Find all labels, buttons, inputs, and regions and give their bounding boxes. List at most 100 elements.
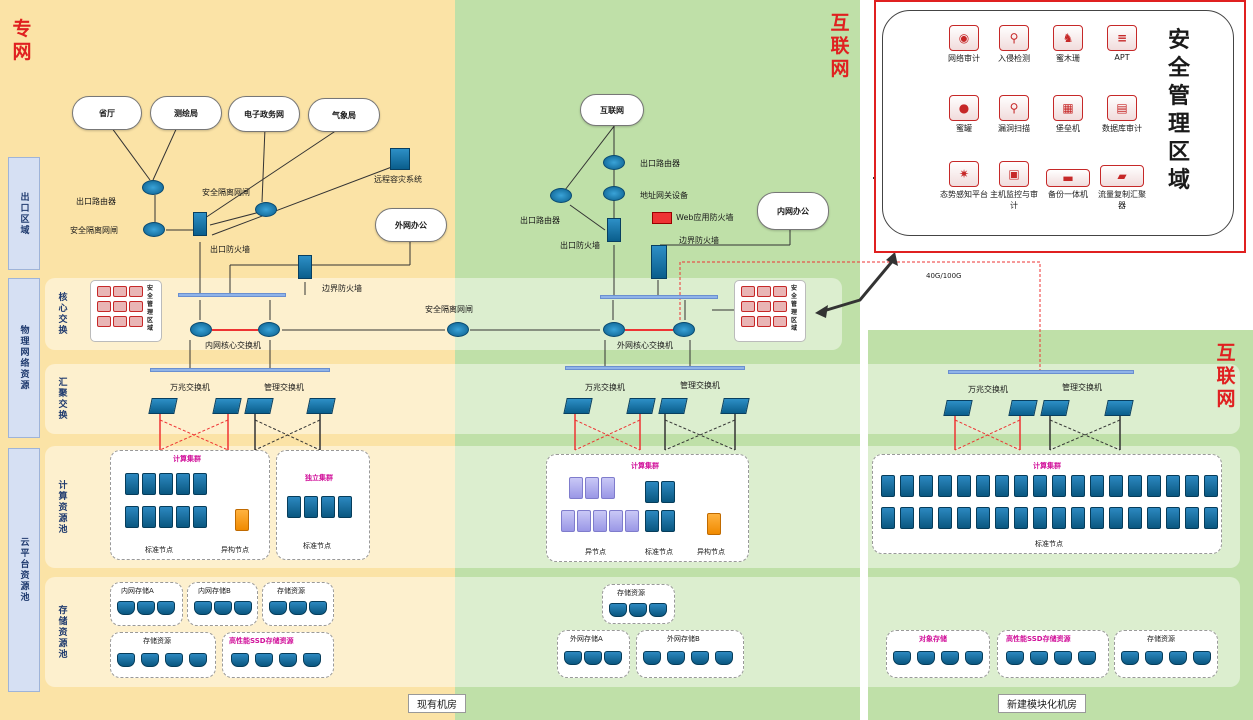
situational-awareness-item: ✷态势感知平台 bbox=[937, 161, 991, 200]
internet-tenG-label: 万兆交换机 bbox=[585, 383, 625, 392]
intrusion-detection-icon: ⚲ bbox=[999, 25, 1029, 51]
internet-storage-res-label: 存储资源 bbox=[617, 589, 645, 597]
external-storage-a-label: 外网存储A bbox=[570, 635, 603, 643]
cloud-weather-bureau: 气象局 bbox=[308, 98, 380, 132]
apt-icon: ≡ bbox=[1107, 25, 1137, 51]
internet-zone-title: 互联网 bbox=[830, 12, 850, 80]
new-mgmt-switch-a-icon bbox=[1040, 400, 1070, 416]
bastion-host-item: ▦堡垒机 bbox=[1041, 95, 1095, 134]
new-mgmt-switch-b-icon bbox=[1104, 400, 1134, 416]
internet-std-node-label: 标准节点 bbox=[645, 548, 673, 556]
intrusion-detection-item: ⚲入侵检测 bbox=[987, 25, 1041, 64]
internet-agg-bus bbox=[565, 366, 745, 370]
private-mgmt-switch-a-icon bbox=[244, 398, 274, 414]
bastion-host-icon: ▦ bbox=[1053, 95, 1083, 121]
private-security-mini-panel: 安全管理区域 bbox=[90, 280, 162, 342]
inet-exit-router-2-icon bbox=[550, 188, 572, 203]
independent-std-node-label: 标准节点 bbox=[303, 542, 331, 550]
independent-cluster-tag: 独立集群 bbox=[305, 474, 333, 482]
new-agg-bus bbox=[948, 370, 1134, 374]
network-audit-item: ◉网络审计 bbox=[937, 25, 991, 64]
private-hp-ssd-storage: 高性能SSD存储资源 bbox=[222, 632, 334, 678]
internet-mgmt-label: 管理交换机 bbox=[680, 381, 720, 390]
security-inner-box: ◉网络审计 ⚲入侵检测 ♞蜜木珊 ≡APT ●蜜罐 ⚲漏洞扫描 ▦堡垒机 ▤数据… bbox=[882, 10, 1234, 236]
waf-icon bbox=[652, 212, 672, 224]
object-storage: 对象存储 bbox=[886, 630, 990, 678]
honeypot-item: ●蜜罐 bbox=[937, 95, 991, 134]
network-audit-icon: ◉ bbox=[949, 25, 979, 51]
cloud-internal-office: 内网办公 bbox=[757, 192, 829, 230]
external-storage-b: 外网存储B bbox=[636, 630, 744, 678]
inet-exit-firewall-icon bbox=[607, 218, 621, 242]
waf-label: Web应用防火墙 bbox=[676, 213, 734, 222]
new-internet-zone-title: 互联网 bbox=[1216, 342, 1236, 410]
private-tenG-switch-b-icon bbox=[212, 398, 242, 414]
exit-area-label: 出口区域 bbox=[8, 157, 40, 270]
internet-core-bus bbox=[600, 295, 718, 299]
internet-security-mini-panel: 安全管理区域 bbox=[734, 280, 806, 342]
new-storage-res: 存储资源 bbox=[1114, 630, 1218, 678]
private-mgmt-label: 管理交换机 bbox=[264, 383, 304, 392]
gateway-device-icon bbox=[603, 186, 625, 201]
host-monitor-item: ▣主机监控与审计 bbox=[987, 161, 1041, 211]
remote-dr-label: 远程容灾系统 bbox=[374, 175, 422, 184]
internet-storage-res: 存储资源 bbox=[602, 584, 675, 624]
exit-router-label: 出口路由器 bbox=[76, 197, 116, 206]
internet-tenG-switch-b-icon bbox=[626, 398, 656, 414]
new-tenG-switch-b-icon bbox=[1008, 400, 1038, 416]
trojan-icon: ♞ bbox=[1053, 25, 1083, 51]
new-mgmt-label: 管理交换机 bbox=[1062, 383, 1102, 392]
new-std-node-label: 标准节点 bbox=[1035, 540, 1063, 548]
vuln-scan-icon: ⚲ bbox=[999, 95, 1029, 121]
cloud-external-office: 外网办公 bbox=[375, 208, 447, 242]
physical-network-label: 物理网络资源 bbox=[8, 278, 40, 438]
mid-gateway-icon bbox=[447, 322, 469, 337]
external-storage-a: 外网存储A bbox=[557, 630, 630, 678]
private-storage-res-top: 存储资源 bbox=[262, 582, 334, 626]
private-storage-res-top-label: 存储资源 bbox=[277, 587, 305, 595]
private-tenG-switch-a-icon bbox=[148, 398, 178, 414]
external-storage-b-label: 外网存储B bbox=[667, 635, 700, 643]
internet-cluster-tag: 计算集群 bbox=[631, 462, 659, 470]
existing-datacenter-label: 现有机房 bbox=[408, 694, 466, 713]
new-hp-ssd-label: 高性能SSD存储资源 bbox=[1006, 635, 1071, 643]
exit-firewall-icon bbox=[193, 212, 207, 236]
cloud-egov-network: 电子政务网 bbox=[228, 96, 300, 132]
private-mgmt-switch-b-icon bbox=[306, 398, 336, 414]
independent-cluster: 独立集群 标准节点 bbox=[276, 450, 370, 560]
internet-core-switch-a-icon bbox=[603, 322, 625, 337]
security-gateway-label: 安全隔离网闸 bbox=[70, 226, 118, 235]
private-agg-bus bbox=[150, 368, 330, 372]
border-firewall-label: 边界防火墙 bbox=[322, 284, 362, 293]
internal-storage-a-label: 内网存储A bbox=[121, 587, 154, 595]
new-storage-res-label: 存储资源 bbox=[1147, 635, 1175, 643]
agg-switching-label: 汇聚交换 bbox=[56, 377, 67, 421]
internet-mgmt-switch-a-icon bbox=[658, 398, 688, 414]
private-storage-res-bottom-label: 存储资源 bbox=[143, 637, 171, 645]
new-cluster-tag: 计算集群 bbox=[1033, 462, 1061, 470]
x86-node-label: 异节点 bbox=[585, 548, 606, 556]
storage-pool-label: 存储资源池 bbox=[56, 604, 67, 660]
security-gateway-top-label: 安全隔离网闸 bbox=[202, 188, 250, 197]
object-storage-label: 对象存储 bbox=[919, 635, 947, 643]
internet-core-switch-b-icon bbox=[673, 322, 695, 337]
internal-storage-a: 内网存储A bbox=[110, 582, 183, 626]
internet-mini-sec-title: 安全管理区域 bbox=[791, 285, 798, 332]
compute-pool-label: 计算资源池 bbox=[56, 479, 67, 535]
internet-compute-cluster: 计算集群 异节点 标准节点 异构节点 bbox=[546, 454, 749, 562]
inet-exit-firewall-label: 出口防火墙 bbox=[560, 241, 600, 250]
private-core-switch-a-icon bbox=[190, 322, 212, 337]
trojan-item: ♞蜜木珊 bbox=[1041, 25, 1095, 64]
remote-dr-icon bbox=[390, 148, 410, 170]
honeypot-icon: ● bbox=[949, 95, 979, 121]
internet-tenG-switch-a-icon bbox=[563, 398, 593, 414]
security-gateway-icon bbox=[143, 222, 165, 237]
traffic-mirror-icon: ▰ bbox=[1100, 165, 1144, 187]
internal-storage-b-label: 内网存储B bbox=[198, 587, 231, 595]
private-std-node-label: 标准节点 bbox=[145, 546, 173, 554]
cloud-pool-label: 云平台资源池 bbox=[8, 448, 40, 692]
inet-exit-router-1-icon bbox=[603, 155, 625, 170]
private-storage-res-bottom: 存储资源 bbox=[110, 632, 216, 678]
new-compute-cluster: 计算集群 标准节点 bbox=[872, 454, 1222, 554]
internet-mgmt-switch-b-icon bbox=[720, 398, 750, 414]
